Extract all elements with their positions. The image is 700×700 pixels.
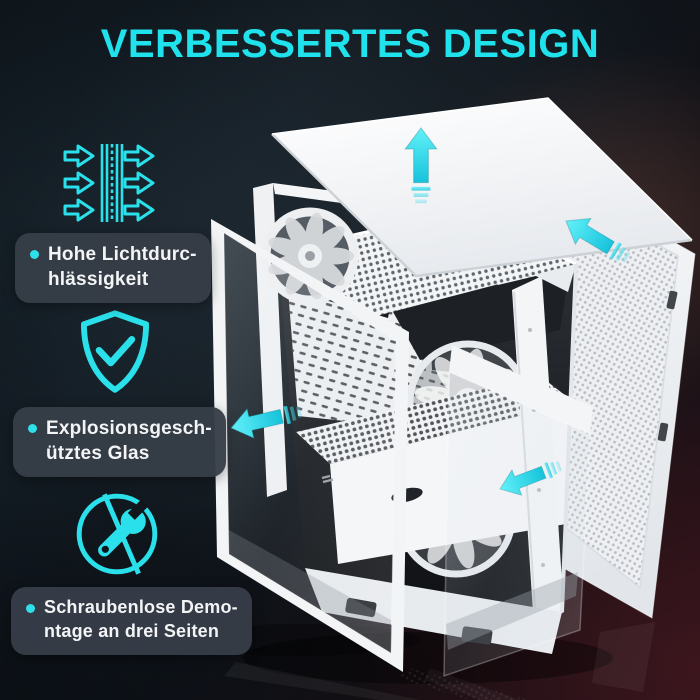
- feature-badge-explosion-proof-glass: Explosionsgesch- ütztes Glas: [13, 407, 226, 478]
- bullet-dot: [30, 250, 39, 259]
- feature-badge-toolless-removal: Schraubenlose Demo- ntage an drei Seiten: [11, 587, 252, 655]
- no-tools-icon: [72, 489, 162, 579]
- shield-check-icon: [73, 308, 157, 396]
- feature-badge-label: Explosionsgesch- ütztes Glas: [46, 416, 212, 466]
- wrench-glyph: [98, 498, 149, 557]
- feature-line: ütztes Glas: [46, 443, 150, 465]
- bullet-dot: [26, 604, 35, 613]
- floor-reflections: [224, 662, 530, 700]
- feature-line: ntage an drei Seiten: [44, 620, 220, 641]
- feature-line: Hohe Lichtdurc-: [48, 244, 197, 265]
- page-title: VERBESSERTES DESIGN: [100, 22, 600, 66]
- feature-badge-light-transmission: Hohe Lichtdurc- hlässigkeit: [15, 233, 211, 304]
- airflow-through-mesh-icon: [60, 140, 162, 226]
- front-glass-panel: [443, 345, 593, 678]
- bullet-dot: [28, 424, 37, 433]
- feature-line: Schraubenlose Demo-: [44, 597, 238, 617]
- feature-badge-label: Hohe Lichtdurc- hlässigkeit: [48, 242, 197, 292]
- left-glass-panel: [211, 219, 409, 672]
- feature-line: Explosionsgesch-: [46, 418, 212, 439]
- feature-line: hlässigkeit: [48, 269, 149, 291]
- feature-badge-label: Schraubenlose Demo- ntage an drei Seiten: [44, 596, 238, 644]
